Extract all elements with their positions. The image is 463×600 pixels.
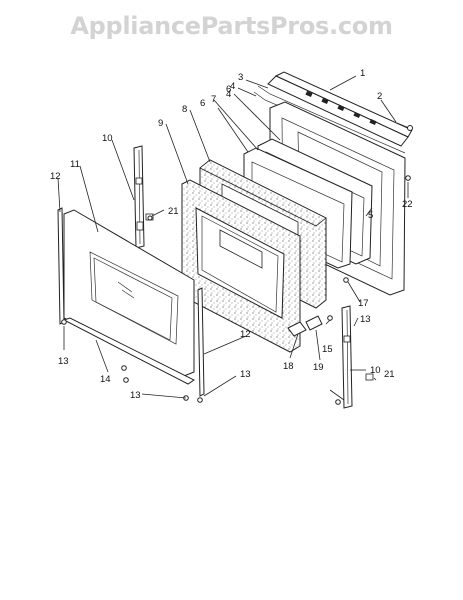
callout-4: 4 bbox=[226, 89, 231, 100]
door-hinge-part bbox=[341, 305, 374, 409]
callout-2: 2 bbox=[377, 91, 382, 102]
bottom-trim-part bbox=[62, 317, 195, 385]
callout-9: 9 bbox=[158, 118, 163, 129]
callout-12: 12 bbox=[240, 329, 251, 340]
door-hinge-part bbox=[133, 145, 154, 249]
callout-15: 15 bbox=[322, 344, 333, 355]
callout-14: 14 bbox=[100, 374, 111, 385]
screw-part bbox=[396, 122, 413, 131]
callout-labels: 1 2 3 4 4 5 6 6 7 8 9 10 10 11 12 12 13 … bbox=[50, 68, 413, 401]
callout-10: 10 bbox=[102, 133, 113, 144]
callout-3: 3 bbox=[238, 72, 243, 83]
callout-13: 13 bbox=[240, 369, 251, 380]
callout-10: 10 bbox=[370, 365, 381, 376]
callout-21: 21 bbox=[384, 369, 395, 380]
callout-13: 13 bbox=[130, 390, 141, 401]
watermark-text: AppliancePartsPros.com bbox=[70, 12, 393, 40]
callout-11: 11 bbox=[70, 159, 80, 170]
hinge-bracket-part bbox=[287, 315, 323, 337]
callout-6: 6 bbox=[226, 84, 231, 95]
callout-8: 8 bbox=[182, 104, 187, 115]
callout-5: 5 bbox=[368, 210, 373, 221]
callout-7: 7 bbox=[211, 94, 216, 105]
side-trim-part bbox=[57, 207, 65, 325]
callout-19: 19 bbox=[313, 362, 324, 373]
callout-18: 18 bbox=[283, 361, 294, 372]
inner-door-frame-part bbox=[181, 179, 301, 353]
callout-13: 13 bbox=[58, 356, 69, 367]
callout-17: 17 bbox=[358, 298, 369, 309]
callout-22: 22 bbox=[402, 199, 413, 210]
callout-6: 6 bbox=[200, 98, 205, 109]
door-seal-part bbox=[257, 85, 406, 154]
callout-21: 21 bbox=[168, 206, 179, 217]
callout-12: 12 bbox=[50, 171, 61, 182]
side-trim-part bbox=[197, 287, 205, 397]
leader-lines bbox=[57, 75, 409, 401]
callout-4: 4 bbox=[230, 81, 235, 92]
callout-13: 13 bbox=[360, 314, 371, 325]
callout-1: 1 bbox=[360, 68, 365, 79]
screw-part bbox=[61, 175, 411, 405]
